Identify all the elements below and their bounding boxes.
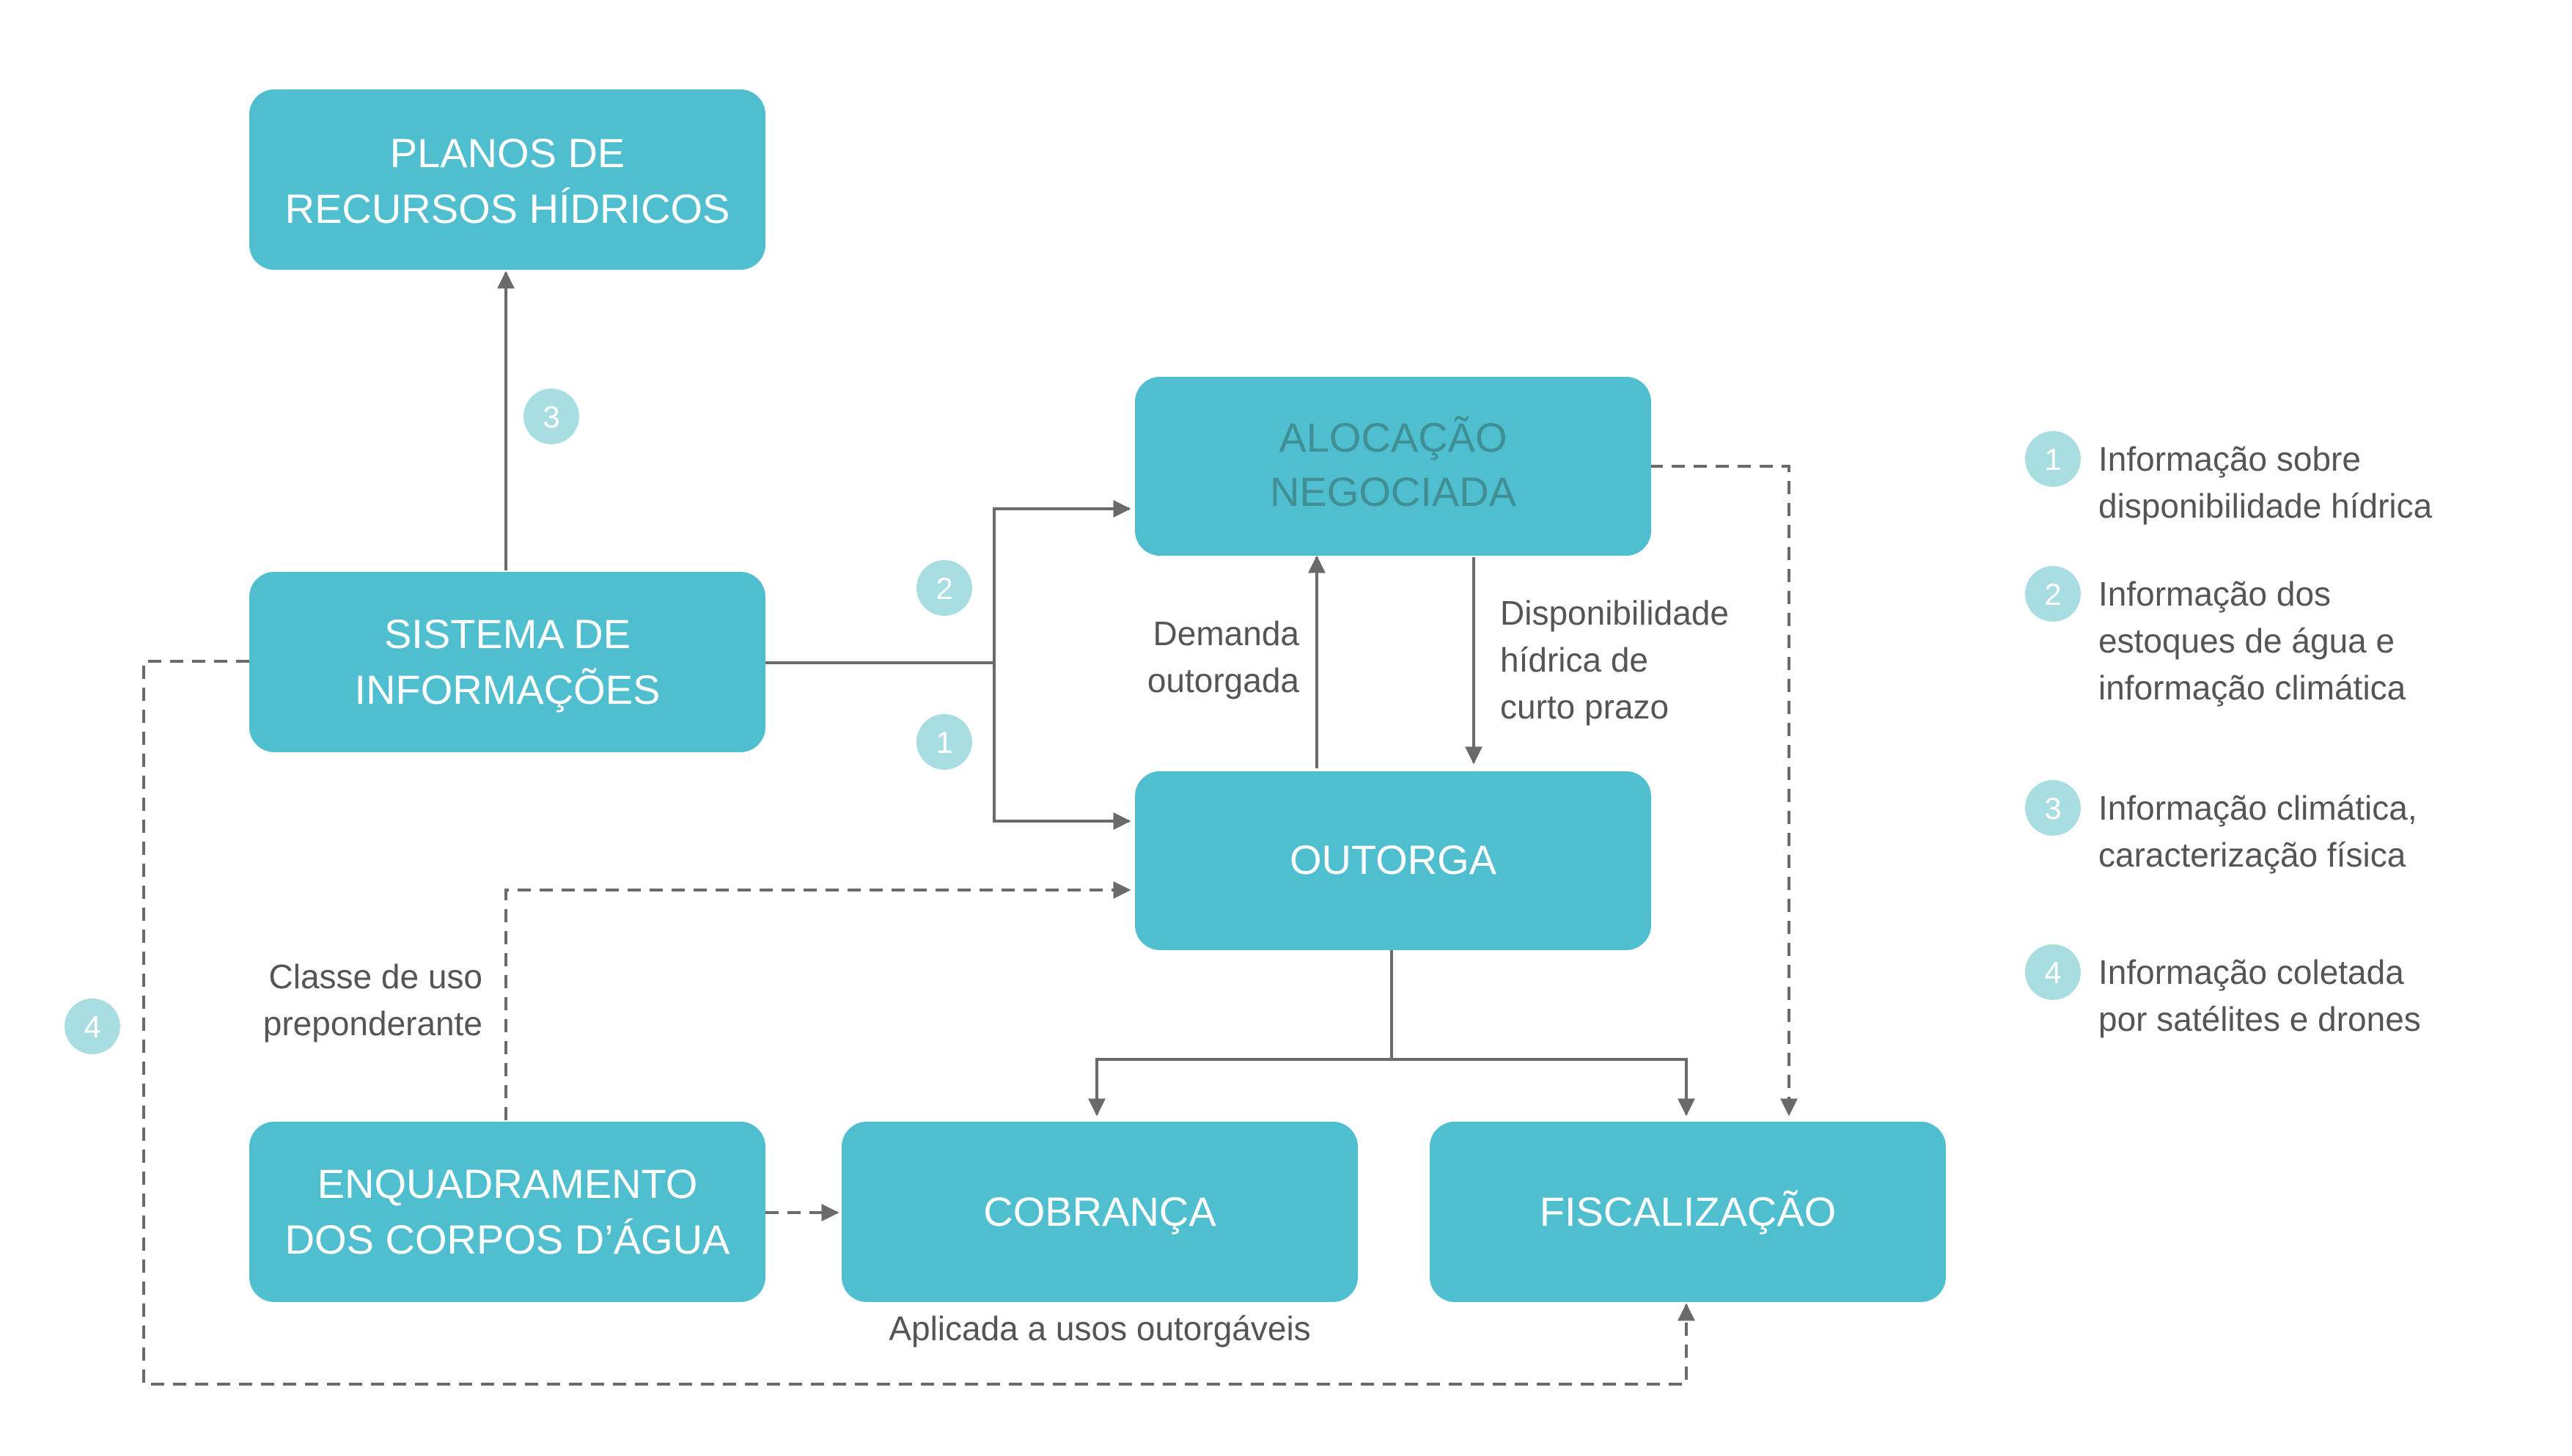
badge-3: 3 xyxy=(523,389,579,444)
legend-item-4-line2: por satélites e drones xyxy=(2098,1000,2421,1038)
badge-3-number: 3 xyxy=(543,400,559,434)
badge-4-number: 4 xyxy=(84,1010,100,1044)
box-cobranca-line1: COBRANÇA xyxy=(983,1188,1216,1235)
label-classe-line1: Classe de uso xyxy=(269,957,483,996)
badge-4: 4 xyxy=(65,999,120,1054)
box-enquadramento: ENQUADRAMENTO DOS CORPOS D’ÁGUA xyxy=(249,1122,765,1302)
legend-item-3-line1: Informação climática, xyxy=(2098,789,2417,827)
legend-item-1-number: 1 xyxy=(2044,442,2061,477)
legend-item-2-line3: informação climática xyxy=(2098,669,2406,707)
legend-item-1-line2: disponibilidade hídrica xyxy=(2098,487,2433,525)
box-enquadramento-line1: ENQUADRAMENTO xyxy=(317,1161,698,1207)
box-fiscalizacao: FISCALIZAÇÃO xyxy=(1430,1122,1946,1302)
legend-item-3-number: 3 xyxy=(2044,791,2061,826)
legend: 1 Informação sobre disponibilidade hídri… xyxy=(2025,431,2433,1038)
connectors xyxy=(497,271,1695,1117)
legend-item-2-line1: Informação dos xyxy=(2098,575,2331,613)
dashed-enquadramento-to-outorga xyxy=(504,881,1131,1120)
label-demanda-line1: Demanda xyxy=(1153,614,1300,652)
badge-2: 2 xyxy=(916,560,972,616)
box-planos-line1: PLANOS DE xyxy=(390,130,625,176)
dashed-alocacao-to-fiscalizacao xyxy=(1650,465,1798,1117)
label-disponibilidade: Disponibilidade hídrica de curto prazo xyxy=(1500,594,1729,726)
legend-item-4-line1: Informação coletada xyxy=(2098,953,2404,991)
legend-item-1: 1 Informação sobre disponibilidade hídri… xyxy=(2025,431,2433,525)
label-classe-line2: preponderante xyxy=(263,1004,482,1043)
label-demanda-line2: outorgada xyxy=(1147,661,1300,699)
legend-item-4: 4 Informação coletada por satélites e dr… xyxy=(2025,944,2421,1038)
box-alocacao-line1: ALOCAÇÃO xyxy=(1279,414,1507,460)
legend-item-2-number: 2 xyxy=(2044,577,2061,611)
label-demanda: Demanda outorgada xyxy=(1147,614,1300,699)
box-outorga-line1: OUTORGA xyxy=(1290,837,1497,883)
arrow-outorga-to-cobranca xyxy=(1088,1058,1392,1117)
box-planos-line2: RECURSOS HÍDRICOS xyxy=(285,185,730,232)
label-classe: Classe de uso preponderante xyxy=(263,957,482,1043)
box-alocacao: ALOCAÇÃO NEGOCIADA xyxy=(1135,377,1651,556)
box-enquadramento-line2: DOS CORPOS D’ÁGUA xyxy=(285,1216,730,1262)
arrow-branch-to-alocacao xyxy=(993,500,1131,663)
arrow-branch-to-outorga xyxy=(993,663,1131,830)
box-sistema: SISTEMA DE INFORMAÇÕES xyxy=(249,572,765,752)
box-planos: PLANOS DE RECURSOS HÍDRICOS xyxy=(249,89,765,270)
badge-1-number: 1 xyxy=(936,725,952,760)
box-sistema-line2: INFORMAÇÕES xyxy=(355,666,661,713)
legend-item-1-line1: Informação sobre xyxy=(2098,440,2361,478)
arrow-outorga-to-fiscalizacao xyxy=(1392,1058,1695,1117)
label-disponibilidade-line2: hídrica de xyxy=(1500,641,1648,679)
box-cobranca: COBRANÇA xyxy=(842,1122,1358,1302)
badge-2-number: 2 xyxy=(936,571,952,606)
label-disponibilidade-line3: curto prazo xyxy=(1500,688,1669,726)
badge-1: 1 xyxy=(916,714,972,770)
legend-item-2: 2 Informação dos estoques de água e info… xyxy=(2025,566,2406,707)
box-outorga: OUTORGA xyxy=(1135,771,1651,950)
box-sistema-line1: SISTEMA DE xyxy=(384,611,631,657)
label-disponibilidade-line1: Disponibilidade xyxy=(1500,594,1729,632)
dashed-sistema-to-fiscalizacao xyxy=(142,660,1695,1386)
legend-item-4-number: 4 xyxy=(2044,955,2061,990)
legend-item-2-line2: estoques de água e xyxy=(2098,622,2395,660)
box-alocacao-line2: NEGOCIADA xyxy=(1270,468,1517,515)
dashed-connectors xyxy=(142,465,1798,1386)
legend-item-3: 3 Informação climática, caracterização f… xyxy=(2025,780,2417,874)
legend-item-3-line2: caracterização física xyxy=(2098,836,2406,874)
label-aplicada: Aplicada a usos outorgáveis xyxy=(889,1309,1310,1347)
box-fiscalizacao-line1: FISCALIZAÇÃO xyxy=(1540,1188,1837,1235)
